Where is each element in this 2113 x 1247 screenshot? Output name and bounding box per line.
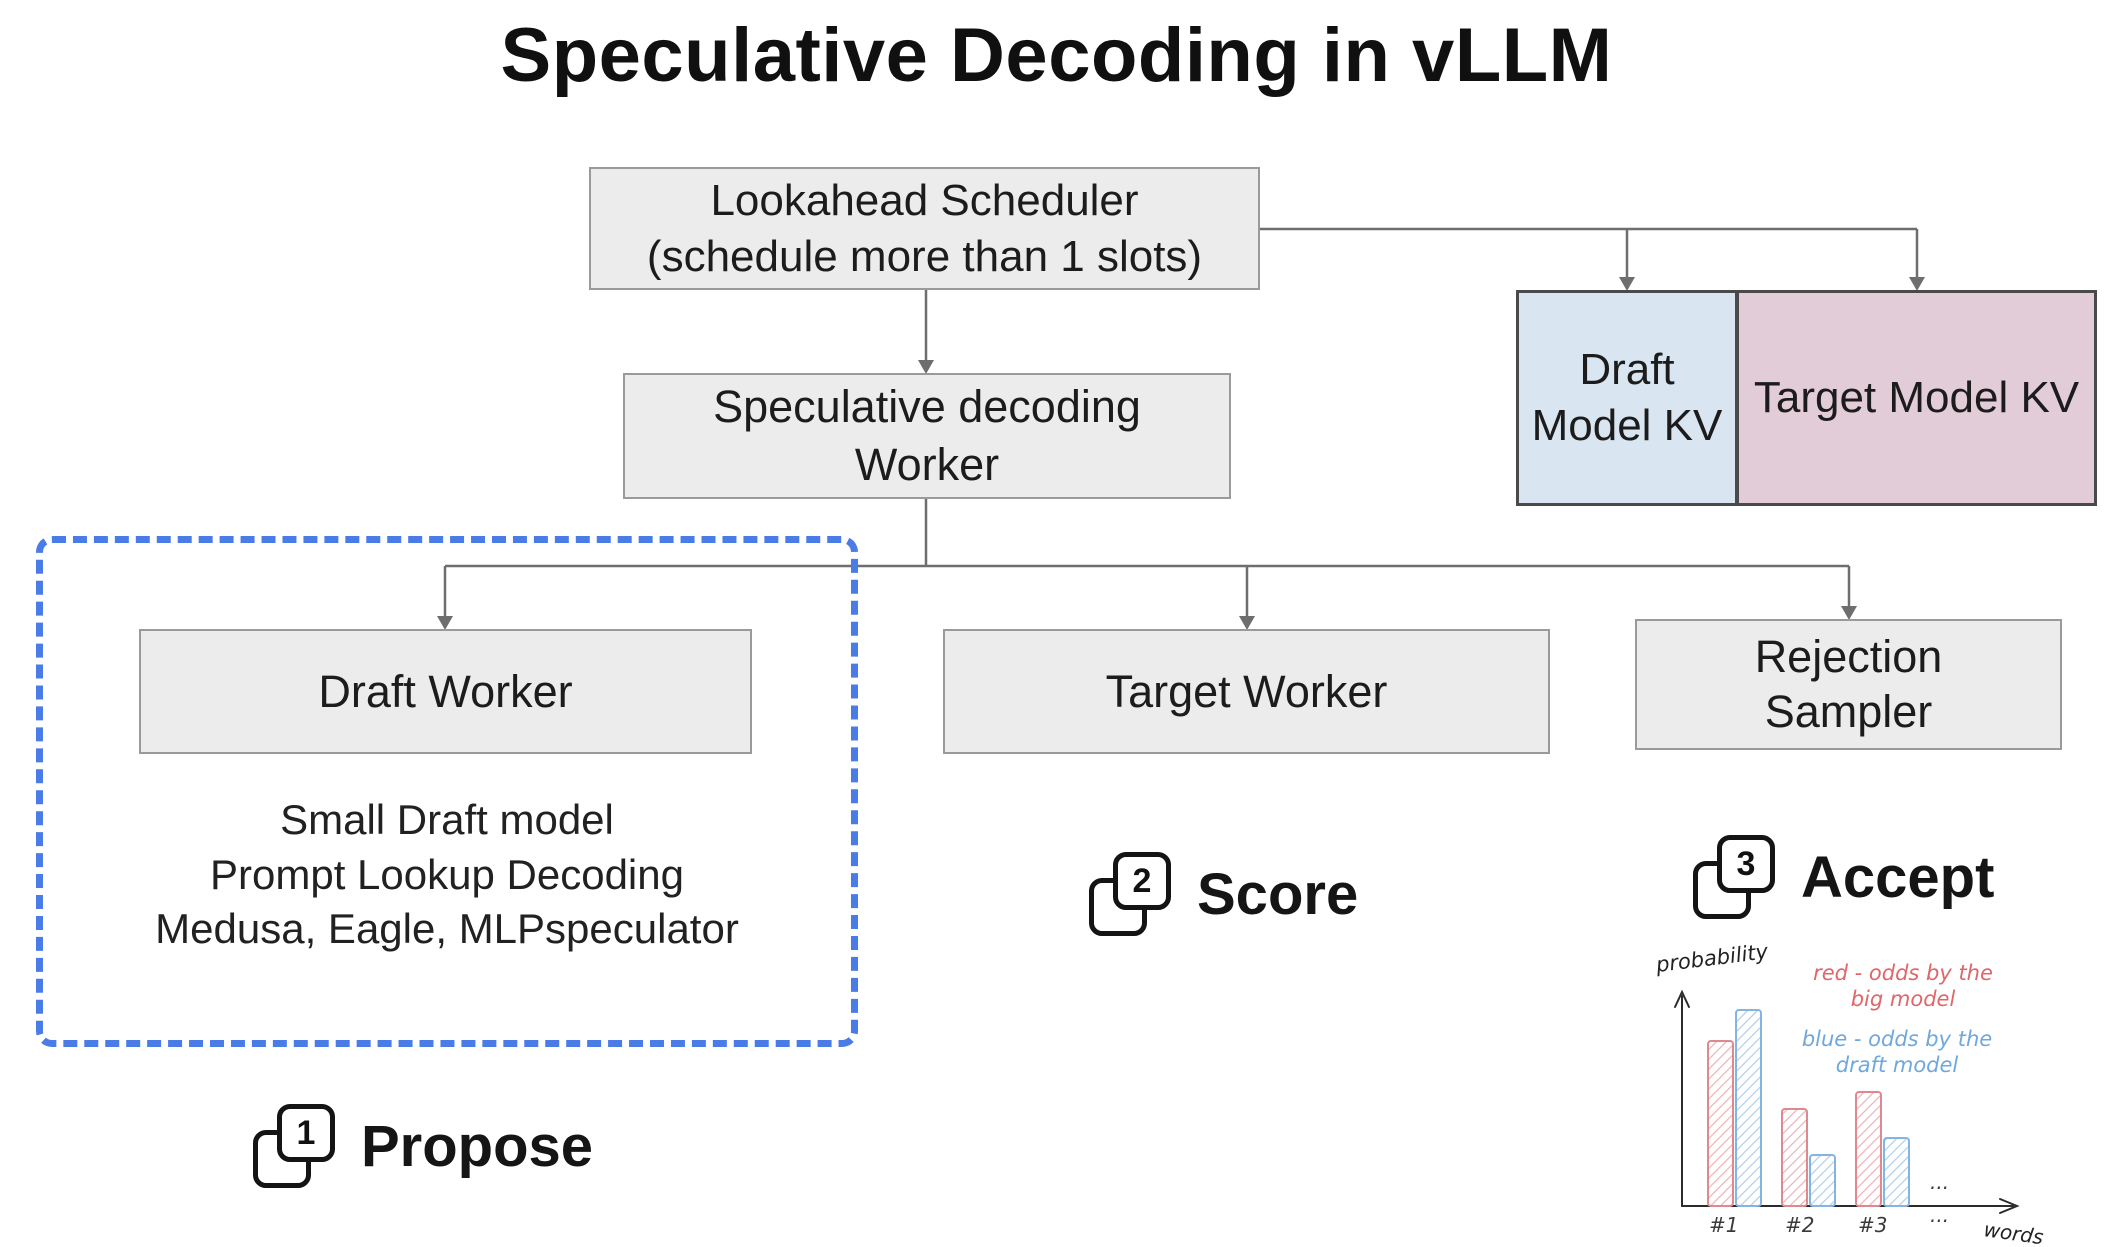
chart-tick-3: #3 <box>1858 1213 1887 1237</box>
chart-tick-1: #1 <box>1709 1213 1738 1237</box>
node-rejection-sampler: Rejection Sampler <box>1635 619 2062 750</box>
spec-worker-line1: Speculative decoding <box>713 381 1141 433</box>
propose-region-outline <box>36 536 858 1047</box>
score-label: Score <box>1197 861 1359 927</box>
accept-label: Accept <box>1801 844 1995 910</box>
propose-label: Propose <box>361 1113 594 1179</box>
lookahead-scheduler-line1: Lookahead Scheduler <box>710 176 1139 226</box>
target-model-kv-label: Target Model KV <box>1753 372 2080 422</box>
icon-front-square: 3 <box>1717 835 1775 893</box>
target-worker-label: Target Worker <box>1105 665 1388 717</box>
rejection-sampler-line1: Rejection <box>1754 630 1943 682</box>
node-draft-model-kv: Draft Model KV <box>1516 290 1738 506</box>
icon-front-square: 1 <box>277 1104 335 1162</box>
spec-worker-line2: Worker <box>854 439 1000 490</box>
draft-model-kv-label: Draft Model KV <box>1531 344 1723 450</box>
node-draft-worker: Draft Worker <box>139 629 752 754</box>
draft-method-item: Small Draft model <box>280 796 614 843</box>
chart-bar-red-#2 <box>1781 1108 1808 1207</box>
score-number-icon: 2 <box>1089 852 1171 936</box>
chart-x-axis-arrowhead <box>1999 1198 2020 1214</box>
arrowhead-targetworker <box>1239 616 1255 630</box>
chart-bar-red-#1 <box>1707 1040 1734 1207</box>
draft-methods-list: Small Draft model Prompt Lookup Decoding… <box>36 793 858 957</box>
draft-method-item: Prompt Lookup Decoding <box>210 850 684 898</box>
arrowhead-rejection <box>1841 606 1857 620</box>
chart-bars <box>1707 1009 1910 1207</box>
arrowhead-draftkv <box>1619 277 1635 291</box>
chart-legend-red-line2: big model <box>1851 987 1956 1011</box>
chart-bar-red-#3 <box>1855 1091 1882 1207</box>
probability-bar-chart: probability #1 #2 #3 ... ... words red -… <box>1654 944 2045 1244</box>
chart-legend-blue-line1: blue - odds by the <box>1802 1027 1992 1051</box>
chart-ylabel: probability <box>1654 944 1770 977</box>
chart-legend-blue-line2: draft model <box>1836 1053 1959 1077</box>
chart-xlabel: words <box>1982 1217 2045 1244</box>
step-score: 2 Score <box>1089 852 1358 936</box>
node-target-worker: Target Worker <box>943 629 1550 754</box>
diagram-title: Speculative Decoding in vLLM <box>500 13 1613 98</box>
arrowhead-targetkv <box>1909 277 1925 291</box>
chart-y-axis-arrowhead <box>1674 989 1690 1008</box>
lookahead-scheduler-line2: (schedule more than 1 slots) <box>646 231 1203 281</box>
chart-bar-blue-#1 <box>1735 1009 1762 1207</box>
chart-bar-blue-#3 <box>1883 1137 1910 1207</box>
node-speculative-decoding-worker: Speculative decoding Worker <box>623 373 1231 499</box>
chart-tick-2: #2 <box>1785 1213 1814 1237</box>
draft-method-item: Medusa, Eagle, MLPspeculator <box>155 905 739 953</box>
node-lookahead-scheduler: Lookahead Scheduler (schedule more than … <box>589 167 1260 290</box>
icon-front-square: 2 <box>1113 852 1171 910</box>
chart-bar-blue-#2 <box>1809 1154 1836 1207</box>
accept-number-icon: 3 <box>1693 835 1775 919</box>
node-target-model-kv: Target Model KV <box>1736 290 2097 506</box>
arrowhead-specworker <box>918 360 934 374</box>
chart-ellipsis-bottom: ... <box>1930 1203 1949 1227</box>
propose-number-icon: 1 <box>253 1104 335 1188</box>
step-accept: 3 Accept <box>1693 835 1994 919</box>
chart-legend-red-line1: red - odds by the <box>1813 961 1993 985</box>
rejection-sampler-line2: Sampler <box>1764 685 1933 737</box>
chart-ellipsis-mid: ... <box>1930 1170 1949 1194</box>
step-propose: 1 Propose <box>253 1104 593 1188</box>
draft-worker-label: Draft Worker <box>318 665 573 717</box>
